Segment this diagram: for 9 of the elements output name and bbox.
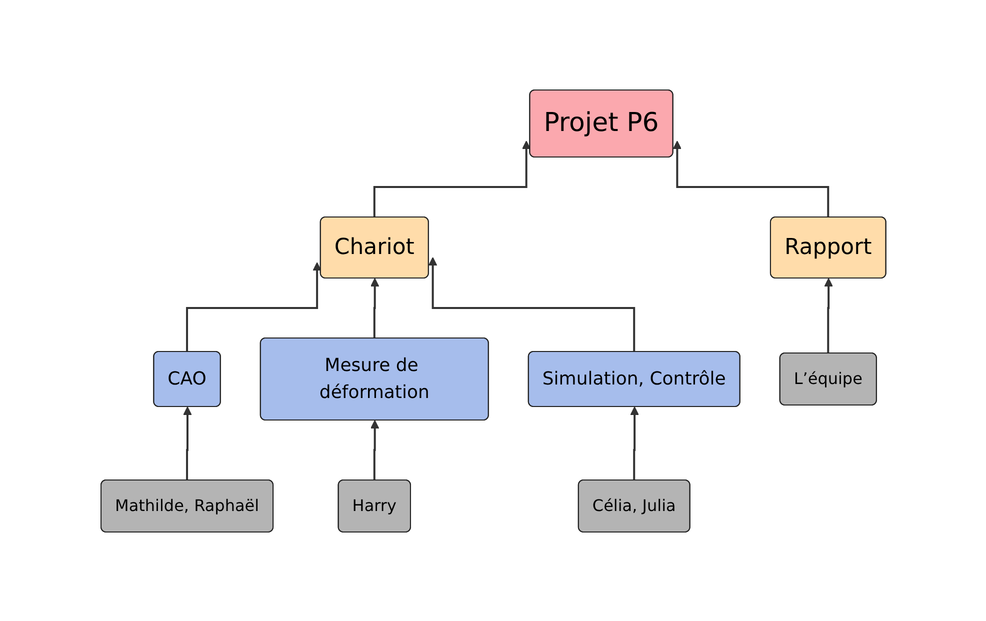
arrow xyxy=(428,256,636,352)
arrow xyxy=(372,140,530,218)
arrow xyxy=(370,278,379,339)
arrow xyxy=(370,420,379,481)
arrow xyxy=(630,406,639,481)
arrow xyxy=(672,140,830,218)
arrow xyxy=(182,406,192,481)
arrow xyxy=(824,278,833,354)
arrow xyxy=(186,262,322,352)
